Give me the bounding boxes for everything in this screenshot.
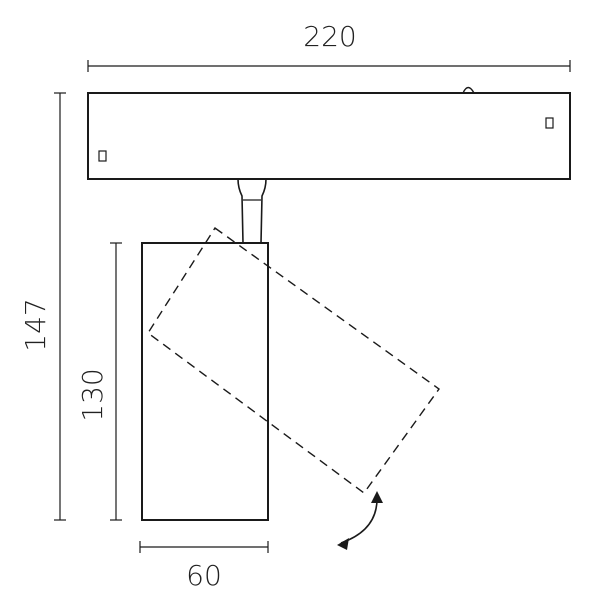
dimension-head-width: 60 <box>139 541 269 592</box>
dimension-label-130: 130 <box>76 368 109 421</box>
dimension-total-height: 147 <box>19 92 66 521</box>
dimension-label-220: 220 <box>303 20 356 53</box>
dimension-label-147: 147 <box>19 298 52 351</box>
dimension-label-60: 60 <box>186 559 222 592</box>
spot-head-rotated-outline <box>147 226 440 494</box>
connector-stem <box>237 178 267 244</box>
spot-head <box>141 242 269 521</box>
dimension-head-height: 130 <box>76 242 122 521</box>
right-indicator-slot <box>545 117 554 129</box>
track-adapter <box>87 86 571 180</box>
rotation-arrow-icon <box>337 491 383 550</box>
left-indicator-slot <box>98 150 107 162</box>
dimension-top-width: 220 <box>87 20 571 72</box>
